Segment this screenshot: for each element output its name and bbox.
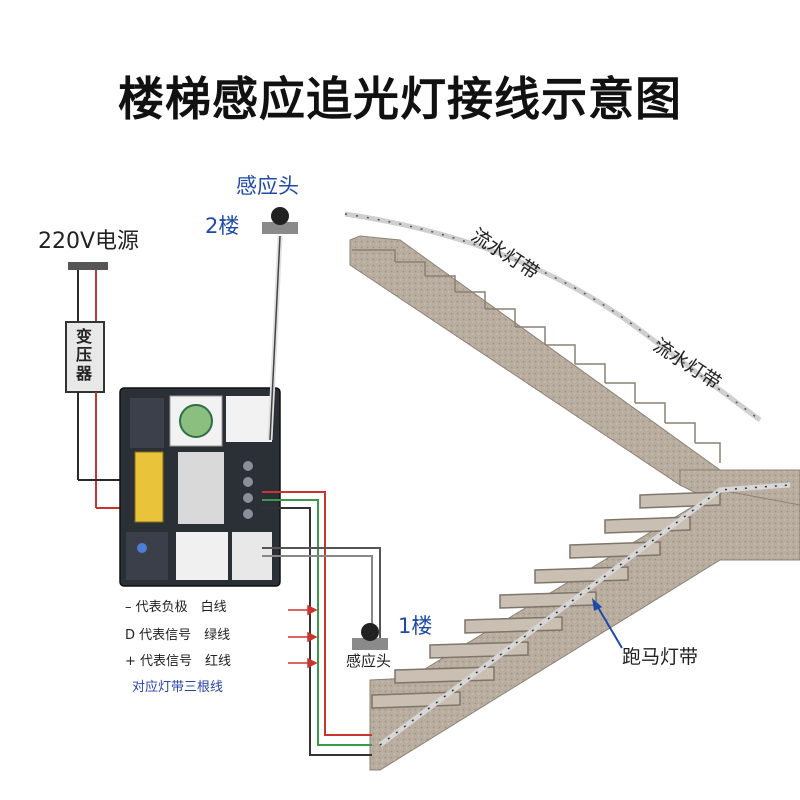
controller-box	[119, 387, 281, 587]
top-sensor-label: 感应头	[236, 174, 299, 198]
runner-strip-arrow	[595, 603, 623, 649]
power-plug-bar	[68, 262, 108, 270]
page-title: 楼梯感应追光灯接线示意图	[118, 72, 682, 126]
bottom-sensor-label: 感应头	[346, 652, 392, 670]
runner-strip-arrowhead	[592, 598, 602, 611]
lower-stair-flight	[369, 482, 800, 771]
legend-arrows	[288, 604, 318, 669]
floor-1-label: 1楼	[398, 614, 433, 638]
top-motion-sensor	[262, 207, 298, 234]
legend-negative: – 代表负极 白线	[125, 600, 227, 615]
runner-strip-label: 跑马灯带	[622, 646, 699, 668]
legend-positive: + 代表信号 红线	[125, 654, 232, 669]
bottom-motion-sensor	[352, 623, 388, 650]
transformer-box	[65, 321, 105, 393]
upper-stair-flight	[344, 211, 762, 501]
floor-2-label: 2楼	[205, 214, 240, 238]
strip-wires	[262, 491, 381, 756]
legend-data-signal: D 代表信号 绿线	[125, 628, 231, 643]
power-source-label: 220V电源	[38, 229, 140, 254]
transformer-label: 变压器	[75, 327, 92, 383]
legend-note: 对应灯带三根线	[132, 680, 224, 695]
